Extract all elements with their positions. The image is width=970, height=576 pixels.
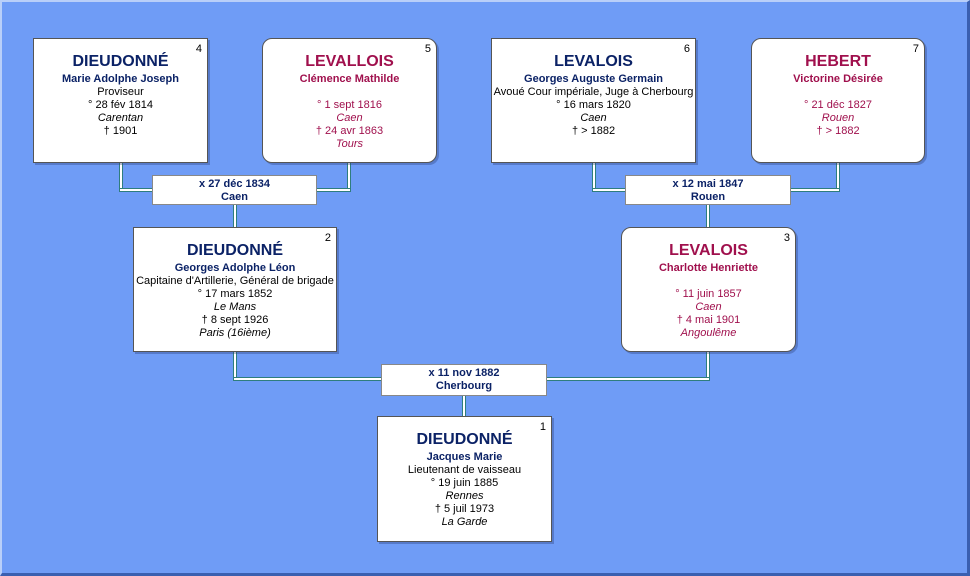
occupation: Avoué Cour impériale, Juge à Cherbourg (493, 86, 694, 98)
person-card-4[interactable]: 4 DIEUDONNÉ Marie Adolphe Joseph Provise… (33, 38, 208, 163)
sosa-number: 5 (424, 43, 431, 55)
given-names: Jacques Marie (426, 451, 503, 463)
person-card-3[interactable]: 3 LEVALOIS Charlotte Henriette ° 11 juin… (621, 227, 796, 352)
spacer (752, 86, 924, 99)
marriage-date: x 27 déc 1834 (199, 178, 270, 190)
sosa-number: 1 (539, 421, 546, 433)
given-names: Clémence Mathilde (299, 73, 400, 85)
death-place: Paris (16ième) (199, 327, 271, 339)
birth-date: ° 16 mars 1820 (556, 99, 631, 111)
marriage-date: x 12 mai 1847 (672, 178, 744, 190)
given-names: Georges Auguste Germain (524, 73, 663, 85)
connector (315, 188, 351, 192)
death-place: Tours (335, 138, 364, 150)
death-date: † 4 mai 1901 (676, 314, 741, 326)
birth-date: ° 21 déc 1827 (803, 99, 872, 111)
birth-place: Caen (695, 301, 722, 313)
sosa-number: 3 (783, 232, 790, 244)
occupation: Proviseur (97, 86, 144, 98)
given-names: Marie Adolphe Joseph (62, 73, 179, 85)
occupation: Capitaine d'Artillerie, Général de briga… (136, 275, 334, 287)
connector (119, 188, 154, 192)
birth-place: Rennes (445, 490, 484, 502)
person-card-5[interactable]: 5 LEVALLOIS Clémence Mathilde ° 1 sept 1… (262, 38, 437, 163)
person-card-7[interactable]: 7 HEBERT Victorine Désirée ° 21 déc 1827… (751, 38, 925, 163)
connector (233, 377, 383, 381)
occupation: Lieutenant de vaisseau (407, 464, 522, 476)
marriage-box[interactable]: x 27 déc 1834 Caen (152, 175, 317, 205)
marriage-place: Cherbourg (435, 380, 493, 392)
surname: LEVALOIS (554, 53, 633, 70)
connector (706, 204, 710, 229)
death-place: La Garde (441, 516, 488, 528)
death-date: † 24 avr 1863 (315, 125, 384, 137)
marriage-date: x 11 nov 1882 (428, 367, 500, 379)
given-names: Charlotte Henriette (658, 262, 759, 274)
surname: DIEUDONNÉ (72, 53, 169, 70)
connector (545, 377, 710, 381)
spacer (263, 86, 436, 99)
sosa-number: 6 (683, 43, 690, 55)
death-date: † 1901 (103, 125, 138, 137)
person-card-6[interactable]: 6 LEVALOIS Georges Auguste Germain Avoué… (491, 38, 696, 163)
given-names: Georges Adolphe Léon (174, 262, 296, 274)
connector (592, 188, 628, 192)
sosa-number: 4 (195, 43, 202, 55)
person-card-1[interactable]: 1 DIEUDONNÉ Jacques Marie Lieutenant de … (377, 416, 552, 542)
birth-date: ° 19 juin 1885 (430, 477, 499, 489)
birth-date: ° 11 juin 1857 (675, 288, 742, 300)
connector (789, 188, 840, 192)
connector (462, 394, 466, 418)
birth-place: Caen (336, 112, 363, 124)
spacer (622, 275, 795, 288)
birth-date: ° 28 fév 1814 (88, 99, 153, 111)
birth-date: ° 1 sept 1816 (317, 99, 382, 111)
given-names: Victorine Désirée (793, 73, 883, 85)
surname: LEVALLOIS (305, 53, 394, 70)
sosa-number: 2 (324, 232, 331, 244)
death-date: † 5 juil 1973 (434, 503, 495, 515)
death-date: † 8 sept 1926 (201, 314, 269, 326)
surname: DIEUDONNÉ (416, 431, 513, 448)
birth-place: Caen (580, 112, 607, 124)
person-card-2[interactable]: 2 DIEUDONNÉ Georges Adolphe Léon Capitai… (133, 227, 337, 352)
birth-place: Rouen (821, 112, 855, 124)
marriage-place: Rouen (690, 191, 726, 203)
birth-place: Carentan (97, 112, 144, 124)
marriage-box[interactable]: x 11 nov 1882 Cherbourg (381, 364, 547, 396)
death-place: Angoulême (680, 327, 737, 339)
sosa-number: 7 (912, 43, 919, 55)
death-date: † > 1882 (816, 125, 860, 137)
marriage-box[interactable]: x 12 mai 1847 Rouen (625, 175, 791, 205)
connector (233, 204, 237, 229)
surname: HEBERT (805, 53, 871, 70)
surname: DIEUDONNÉ (186, 242, 283, 259)
birth-place: Le Mans (213, 301, 257, 313)
birth-date: ° 17 mars 1852 (197, 288, 273, 300)
marriage-place: Caen (221, 191, 248, 203)
surname: LEVALOIS (669, 242, 748, 259)
death-date: † > 1882 (571, 125, 616, 137)
